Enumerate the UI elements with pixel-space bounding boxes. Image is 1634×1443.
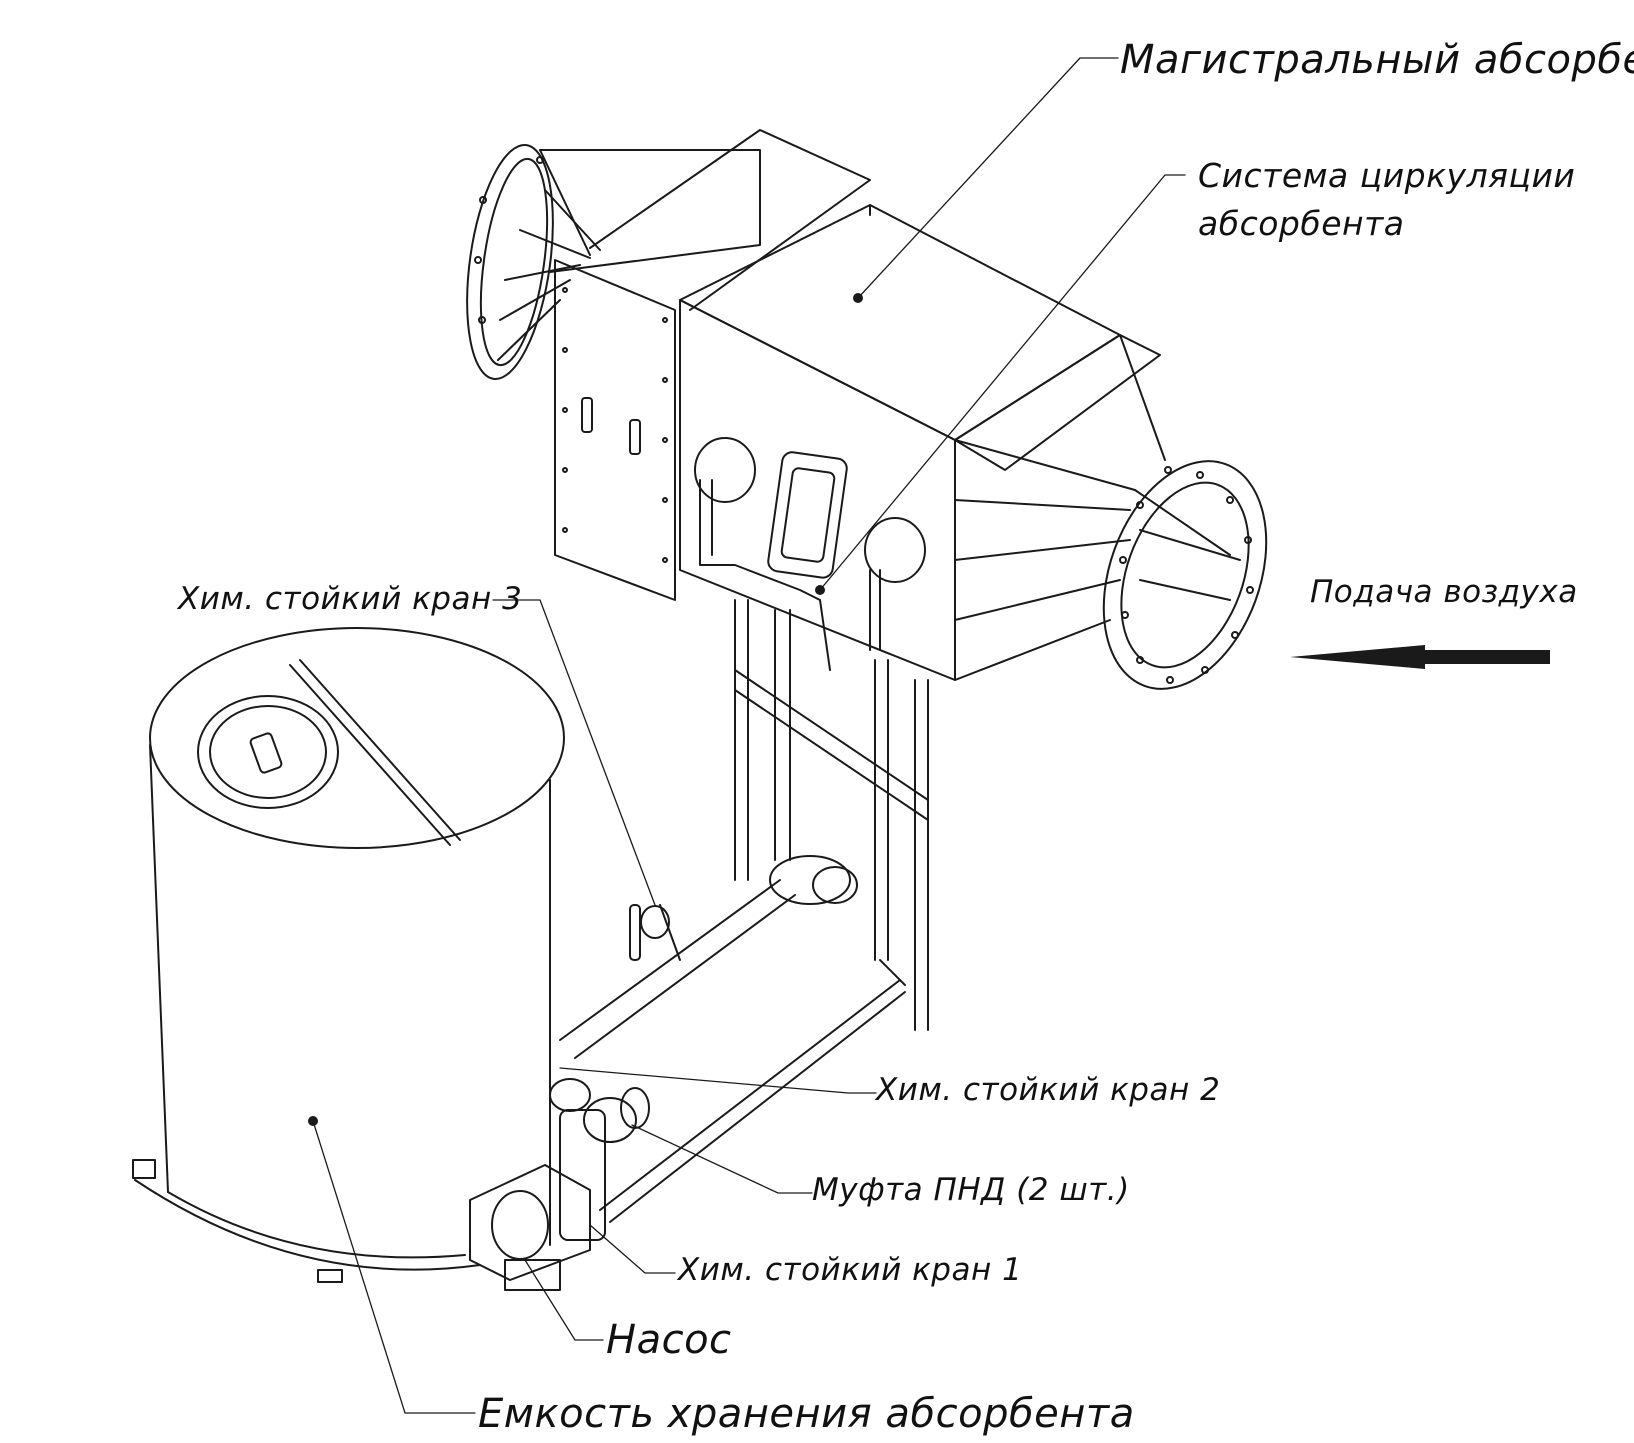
- circulation-piping: [469, 479, 929, 1291]
- label-valve1: Хим. стойкий кран 1: [678, 1252, 1023, 1288]
- label-valve3: Хим. стойкий кран 3: [178, 581, 523, 617]
- label-circulation-line2: абсорбента: [1198, 204, 1405, 243]
- air-supply-arrow: [1290, 645, 1550, 669]
- label-coupling: Муфта ПНД (2 шт.): [812, 1172, 1130, 1208]
- leader-lines: [312, 57, 1186, 1414]
- label-circulation-line1: Система циркуляции: [1198, 156, 1576, 195]
- label-air-supply: Подача воздуха: [1310, 574, 1578, 610]
- leader-dot-tank: [308, 1116, 318, 1126]
- leader-dot-circulation: [815, 585, 825, 595]
- label-main-absorber: Магистральный абсорбер: [1120, 37, 1634, 83]
- leader-dot-absorber: [853, 293, 863, 303]
- main-absorber-body: [466, 129, 1268, 690]
- label-storage-tank: Емкость хранения абсорбента: [478, 1391, 1135, 1437]
- label-pump: Насос: [606, 1317, 732, 1363]
- label-valve2: Хим. стойкий кран 2: [876, 1072, 1221, 1108]
- storage-tank: [132, 627, 565, 1283]
